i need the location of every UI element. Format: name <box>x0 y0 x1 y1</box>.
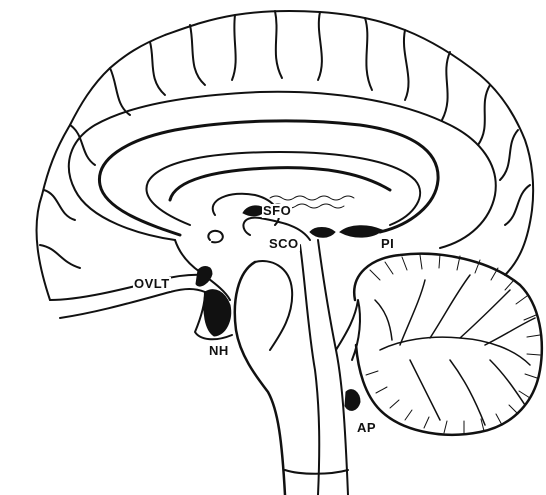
cortex-sulcus <box>442 52 450 120</box>
cortex-sulcus <box>150 42 165 95</box>
cortex-sulcus <box>500 130 518 180</box>
ovlt-organ <box>196 267 212 287</box>
label-pi: PI <box>380 237 395 251</box>
cortex-sulcus <box>404 30 409 100</box>
cortex-sulcus <box>478 85 490 145</box>
anterior-commissure <box>208 231 222 243</box>
cortex-sulcus <box>365 18 372 90</box>
cortex-sulcus <box>44 190 75 220</box>
arbor-vitae <box>375 300 392 340</box>
arbor-vitae <box>450 360 485 425</box>
pineal-organ <box>340 226 382 237</box>
arbor-vitae <box>380 337 530 365</box>
label-sfo: SFO <box>262 204 292 218</box>
cingulate-gyrus <box>69 92 496 248</box>
spinal-cord <box>285 470 348 474</box>
arbor-vitae <box>485 318 535 345</box>
brainstem-pons <box>255 261 292 350</box>
cortex-sulcus <box>40 245 80 268</box>
brainstem-front <box>235 262 285 495</box>
brainstem-back <box>300 245 319 495</box>
label-sco: SCO <box>268 237 300 251</box>
arbor-vitae <box>490 360 525 405</box>
arbor-vitae <box>400 280 425 345</box>
fornix <box>170 168 390 200</box>
ap-organ <box>345 390 360 411</box>
cortex-sulcus <box>190 25 205 85</box>
optic-nerve <box>50 275 205 300</box>
arbor-vitae <box>430 275 470 338</box>
label-ap: AP <box>356 421 377 435</box>
optic-nerve-lower <box>60 289 205 318</box>
cortex-sulcus <box>232 15 236 80</box>
arbor-vitae <box>460 290 510 338</box>
label-ovlt: OVLT <box>133 277 171 291</box>
cortex-sulcus <box>110 68 130 115</box>
aqueduct-canal <box>318 240 348 495</box>
sco-organ <box>310 228 335 238</box>
cortex-sulcus <box>505 185 530 225</box>
cortex-sulcus <box>318 12 322 80</box>
label-nh: NH <box>208 344 230 358</box>
arbor-vitae <box>410 360 440 420</box>
cortex-sulcus <box>275 11 282 78</box>
septum-wavy <box>270 196 354 200</box>
